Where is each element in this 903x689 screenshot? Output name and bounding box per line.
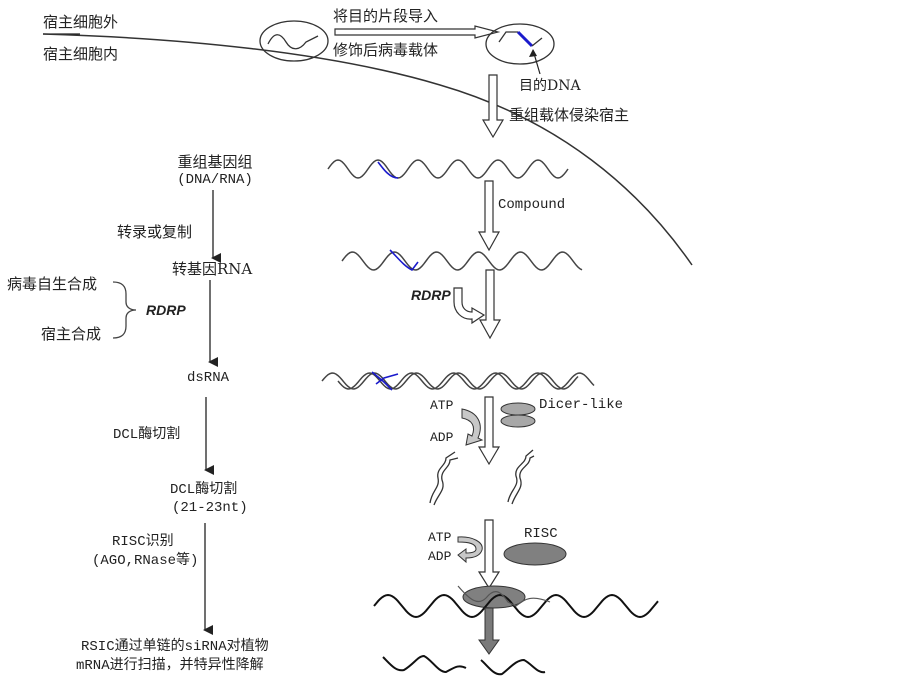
sirna-duplex <box>429 451 459 506</box>
target-segment-rna <box>389 249 419 272</box>
outside-cell-label: 宿主细胞外 <box>43 13 119 31</box>
dicer-arrow-icon <box>477 396 501 466</box>
risc-recognition-sub: (AGO,RNase等) <box>92 553 199 569</box>
modified-vector-label: 修饰后病毒载体 <box>333 41 439 59</box>
compound-arrow-icon <box>477 180 501 252</box>
infect-host-label: 重组载体侵染宿主 <box>509 106 630 124</box>
step-recombinant-genome: 重组基因组 <box>177 153 253 171</box>
insert-arrow-icon <box>334 25 501 39</box>
step-recombinant-genome-sub: (DNA/RNA) <box>177 172 253 188</box>
cleaved-mrna-fragment <box>480 658 546 676</box>
rdrp-label-left: RDRP <box>146 302 186 318</box>
host-cell-membrane <box>42 33 693 266</box>
rdrp-source-host: 宿主合成 <box>41 325 102 343</box>
recombinant-vector <box>485 23 555 75</box>
rdrp-source-viral: 病毒自生合成 <box>7 275 98 293</box>
insert-fragment-label: 将目的片段导入 <box>333 7 439 25</box>
rdrp-source-brace <box>112 281 137 339</box>
dicer-like-enzyme-icon <box>500 402 536 428</box>
dcl-cleavage-label: DCL酶切割 <box>113 427 181 443</box>
rdrp-arrow-icon <box>478 269 502 340</box>
step-dcl-cleavage: DCL酶切割 <box>170 482 238 498</box>
infect-arrow-icon <box>481 74 505 139</box>
atp-adp-arrow-icon <box>461 408 484 446</box>
final-step-line2: mRNA进行扫描，并特异性降解 <box>76 658 264 674</box>
risc-complex-icon <box>503 542 567 566</box>
inside-cell-label: 宿主细胞内 <box>43 45 119 63</box>
dsrna-strand-a <box>321 372 579 390</box>
step-dcl-cleavage-sub: (21-23nt) <box>172 500 248 516</box>
compound-label: Compound <box>498 197 566 213</box>
sirna-guide-strand <box>457 585 551 607</box>
dicer-like-label: Dicer-like <box>539 397 624 413</box>
adp-label: ADP <box>430 430 454 445</box>
degradation-arrow-icon <box>478 607 500 655</box>
target-dna-segment <box>516 30 534 48</box>
step-transgene-rna: 转基因RNA <box>172 260 253 278</box>
dsrna-strand-b <box>337 372 595 390</box>
risc-arrow-icon <box>477 519 501 590</box>
risc-label: RISC <box>524 526 558 542</box>
target-mrna <box>373 593 659 619</box>
final-step-line1: RSIC通过单链的siRNA对植物 <box>81 639 269 655</box>
atp-label: ATP <box>430 398 454 413</box>
transcription-label: 转录或复制 <box>117 223 193 241</box>
target-segment-genome <box>377 161 399 179</box>
atp-adp-arrow-icon <box>457 536 483 564</box>
cleaved-mrna-fragment <box>382 654 467 674</box>
step-dsrna: dsRNA <box>187 370 230 386</box>
rdrp-curved-arrow-icon <box>453 287 486 325</box>
target-segment-dsrna <box>371 371 399 391</box>
target-dna-label: 目的DNA <box>519 78 581 94</box>
viral-vector <box>259 20 329 62</box>
atp-label: ATP <box>428 530 452 545</box>
sirna-duplex <box>507 449 535 505</box>
adp-label: ADP <box>428 549 452 564</box>
risc-recognition-label: RISC识别 <box>112 534 174 550</box>
transgene-rna-strand <box>341 251 583 271</box>
recombinant-genome-strand <box>327 159 569 179</box>
rdrp-label-right: RDRP <box>411 287 451 303</box>
